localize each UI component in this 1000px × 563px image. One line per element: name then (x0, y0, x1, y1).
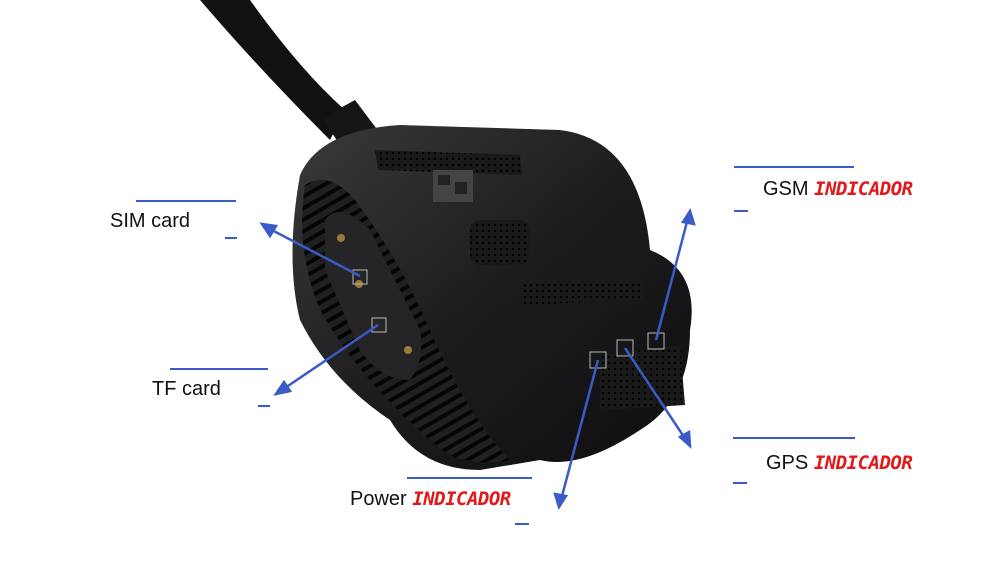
tf-card-label: TF card (152, 378, 221, 400)
gsm-indicator-label: GSM INDICADOR (763, 178, 913, 200)
gps-top-rule (733, 437, 855, 439)
cable (200, 0, 345, 140)
gsm-top-rule (734, 166, 854, 168)
gps-indicator-label: GPS INDICADOR (766, 452, 913, 474)
gsm-led (647, 332, 665, 350)
power-led (589, 351, 607, 369)
power-bottom-rule (515, 523, 529, 525)
tf-top-rule (170, 368, 268, 370)
gps-led (616, 339, 634, 357)
gps-bottom-rule (733, 482, 747, 484)
tf-bottom-rule (258, 405, 270, 407)
sim-card-label: SIM card (110, 210, 191, 232)
power-top-rule (407, 477, 532, 479)
sim-bottom-rule (225, 237, 237, 239)
gsm-bottom-rule (734, 210, 748, 212)
sim-top-rule (136, 200, 236, 202)
power-indicator-label: Power INDICADOR (350, 488, 511, 510)
